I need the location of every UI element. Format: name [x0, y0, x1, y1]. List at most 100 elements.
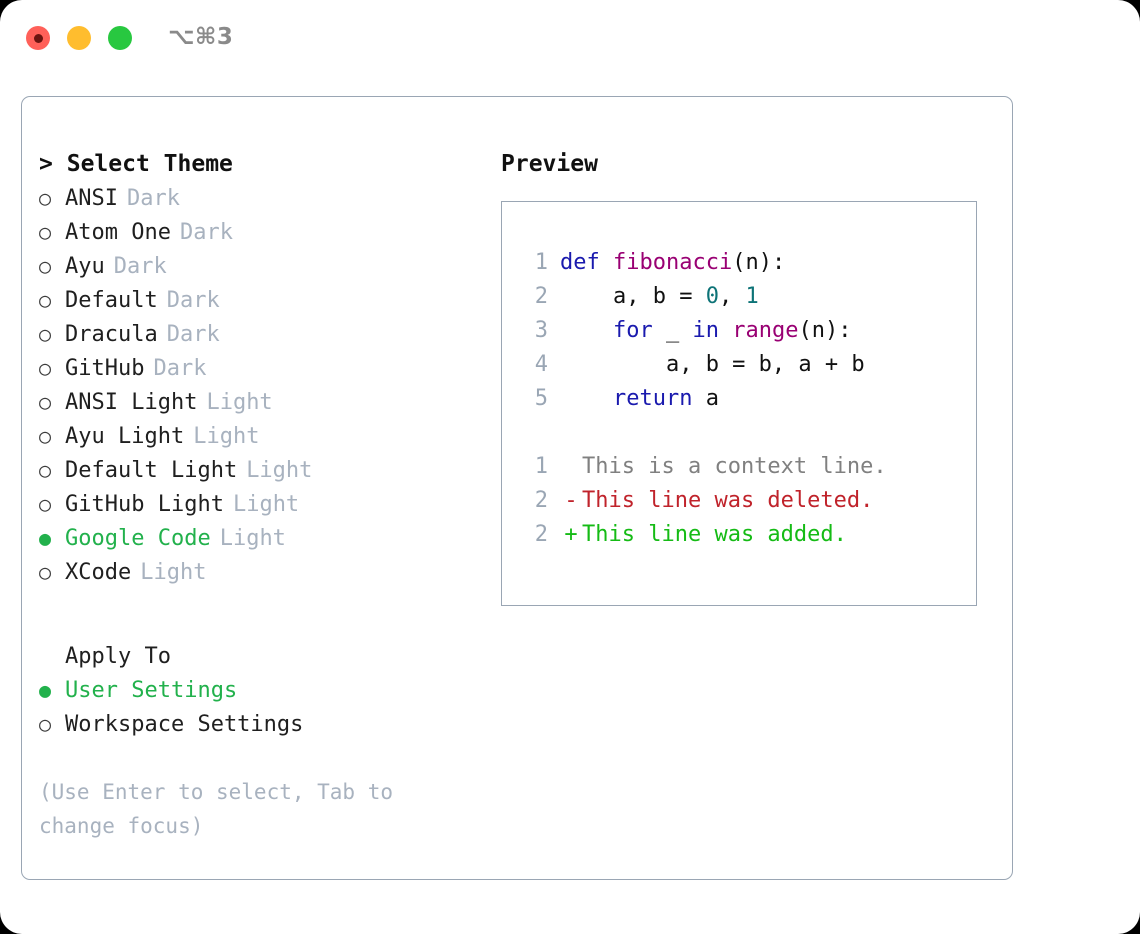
code-token — [719, 314, 732, 348]
theme-option-row[interactable]: ○ Atom One Dark — [39, 215, 494, 249]
theme-option-category: Light — [232, 492, 300, 517]
theme-option-category: Light — [219, 526, 286, 551]
code-token: for — [612, 318, 653, 343]
code-line: 5 return a — [520, 382, 976, 416]
diff-text: This line was added. — [582, 522, 847, 547]
radio-selected-icon[interactable]: ● — [39, 678, 52, 702]
code-token: (n): — [798, 318, 852, 343]
radio-unselected-icon[interactable]: ○ — [39, 254, 52, 278]
radio-unselected-icon[interactable]: ○ — [39, 560, 52, 584]
theme-option-category: Dark — [166, 288, 220, 313]
minimize-button[interactable] — [67, 26, 91, 50]
radio-unselected-icon[interactable]: ○ — [39, 356, 52, 380]
radio-unselected-icon[interactable]: ○ — [39, 186, 52, 210]
diff-line: 2+This line was added. — [520, 518, 976, 552]
radio-selected-icon[interactable]: ● — [39, 526, 52, 550]
diff-marker — [560, 450, 582, 484]
theme-option-row[interactable]: ○ Default Dark — [39, 283, 494, 317]
code-token: range — [732, 318, 799, 343]
theme-option-row[interactable]: ○ Ayu Dark — [39, 249, 494, 283]
apply-to-option-label: Workspace Settings — [65, 712, 304, 737]
apply-to-marker-placeholder: ○ — [39, 639, 65, 673]
code-token: fibonacci — [612, 250, 733, 275]
code-line: 4 a, b = b, a + b — [520, 348, 976, 382]
theme-option-category: Light — [246, 458, 313, 483]
keyboard-hint: (Use Enter to select, Tab to change focu… — [39, 780, 406, 838]
line-number: 2 — [534, 522, 548, 547]
theme-option-row[interactable]: ○ GitHub Dark — [39, 351, 494, 385]
select-theme-header: > Select Theme — [39, 147, 494, 181]
theme-option-category: Dark — [166, 322, 220, 347]
code-token — [560, 314, 613, 348]
theme-option-category: Dark — [153, 356, 207, 381]
theme-option-label: Atom One — [65, 220, 171, 245]
theme-option-label: ANSI — [65, 186, 118, 211]
theme-option-row[interactable]: ● Google Code Light — [39, 521, 494, 555]
theme-option-label: Google Code — [65, 526, 211, 551]
apply-to-option-row[interactable]: ● User Settings — [39, 673, 494, 707]
radio-unselected-icon[interactable]: ○ — [39, 492, 52, 516]
preview-title: Preview — [501, 151, 598, 177]
close-button[interactable] — [26, 26, 50, 50]
diff-sample: 1 This is a context line. 2-This line was… — [520, 450, 976, 552]
apply-to-list: ● User Settings ○ Workspace Settings — [39, 673, 494, 741]
diff-marker: - — [564, 488, 578, 513]
spacer — [520, 416, 976, 450]
theme-option-label: XCode — [65, 560, 132, 585]
theme-option-category: Dark — [126, 186, 180, 211]
theme-option-label: GitHub — [65, 356, 145, 381]
theme-option-label: Ayu — [65, 254, 105, 279]
apply-to-option-row[interactable]: ○ Workspace Settings — [39, 707, 494, 741]
line-number: 5 — [534, 386, 548, 411]
radio-unselected-icon[interactable]: ○ — [39, 424, 52, 448]
code-token: a, b = — [560, 284, 706, 309]
code-token: a — [692, 386, 719, 411]
diff-line: 1 This is a context line. — [520, 450, 976, 484]
code-token: , — [718, 284, 746, 309]
radio-unselected-icon[interactable]: ○ — [39, 322, 52, 346]
theme-option-category: Light — [193, 424, 260, 449]
code-token — [560, 382, 613, 416]
theme-option-row[interactable]: ○ ANSI Dark — [39, 181, 494, 215]
code-token: def — [560, 250, 613, 275]
apply-to-title: Apply To — [65, 644, 171, 669]
line-number: 1 — [534, 250, 548, 275]
select-theme-title: Select Theme — [66, 151, 233, 177]
theme-option-row[interactable]: ○ GitHub Light Light — [39, 487, 494, 521]
theme-option-label: Default Light — [65, 458, 238, 483]
radio-unselected-icon[interactable]: ○ — [39, 220, 52, 244]
theme-option-label: GitHub Light — [65, 492, 224, 517]
line-number: 4 — [534, 352, 548, 377]
theme-option-category: Dark — [179, 220, 233, 245]
apply-to-header-row: ○ Apply To — [39, 639, 494, 673]
apply-to-option-label: User Settings — [65, 678, 238, 703]
title-bar: ⌥⌘3 — [0, 0, 1140, 78]
window-controls — [26, 26, 132, 50]
radio-unselected-icon[interactable]: ○ — [39, 458, 52, 482]
code-token: a, b = b, a + b — [560, 352, 865, 377]
theme-option-label: Default — [65, 288, 158, 313]
spacer — [39, 589, 494, 639]
code-line: 2 a, b = 0, 1 — [520, 280, 976, 314]
code-token: 1 — [745, 284, 759, 309]
theme-option-label: ANSI Light — [65, 390, 198, 415]
line-number: 2 — [534, 488, 548, 513]
radio-unselected-icon[interactable]: ○ — [39, 288, 52, 312]
radio-unselected-icon[interactable]: ○ — [39, 712, 52, 736]
radio-unselected-icon[interactable]: ○ — [39, 390, 52, 414]
maximize-button[interactable] — [108, 26, 132, 50]
theme-option-category: Dark — [113, 254, 167, 279]
theme-option-row[interactable]: ○ Default Light Light — [39, 453, 494, 487]
code-line: 3 for _ in range(n): — [520, 314, 976, 348]
